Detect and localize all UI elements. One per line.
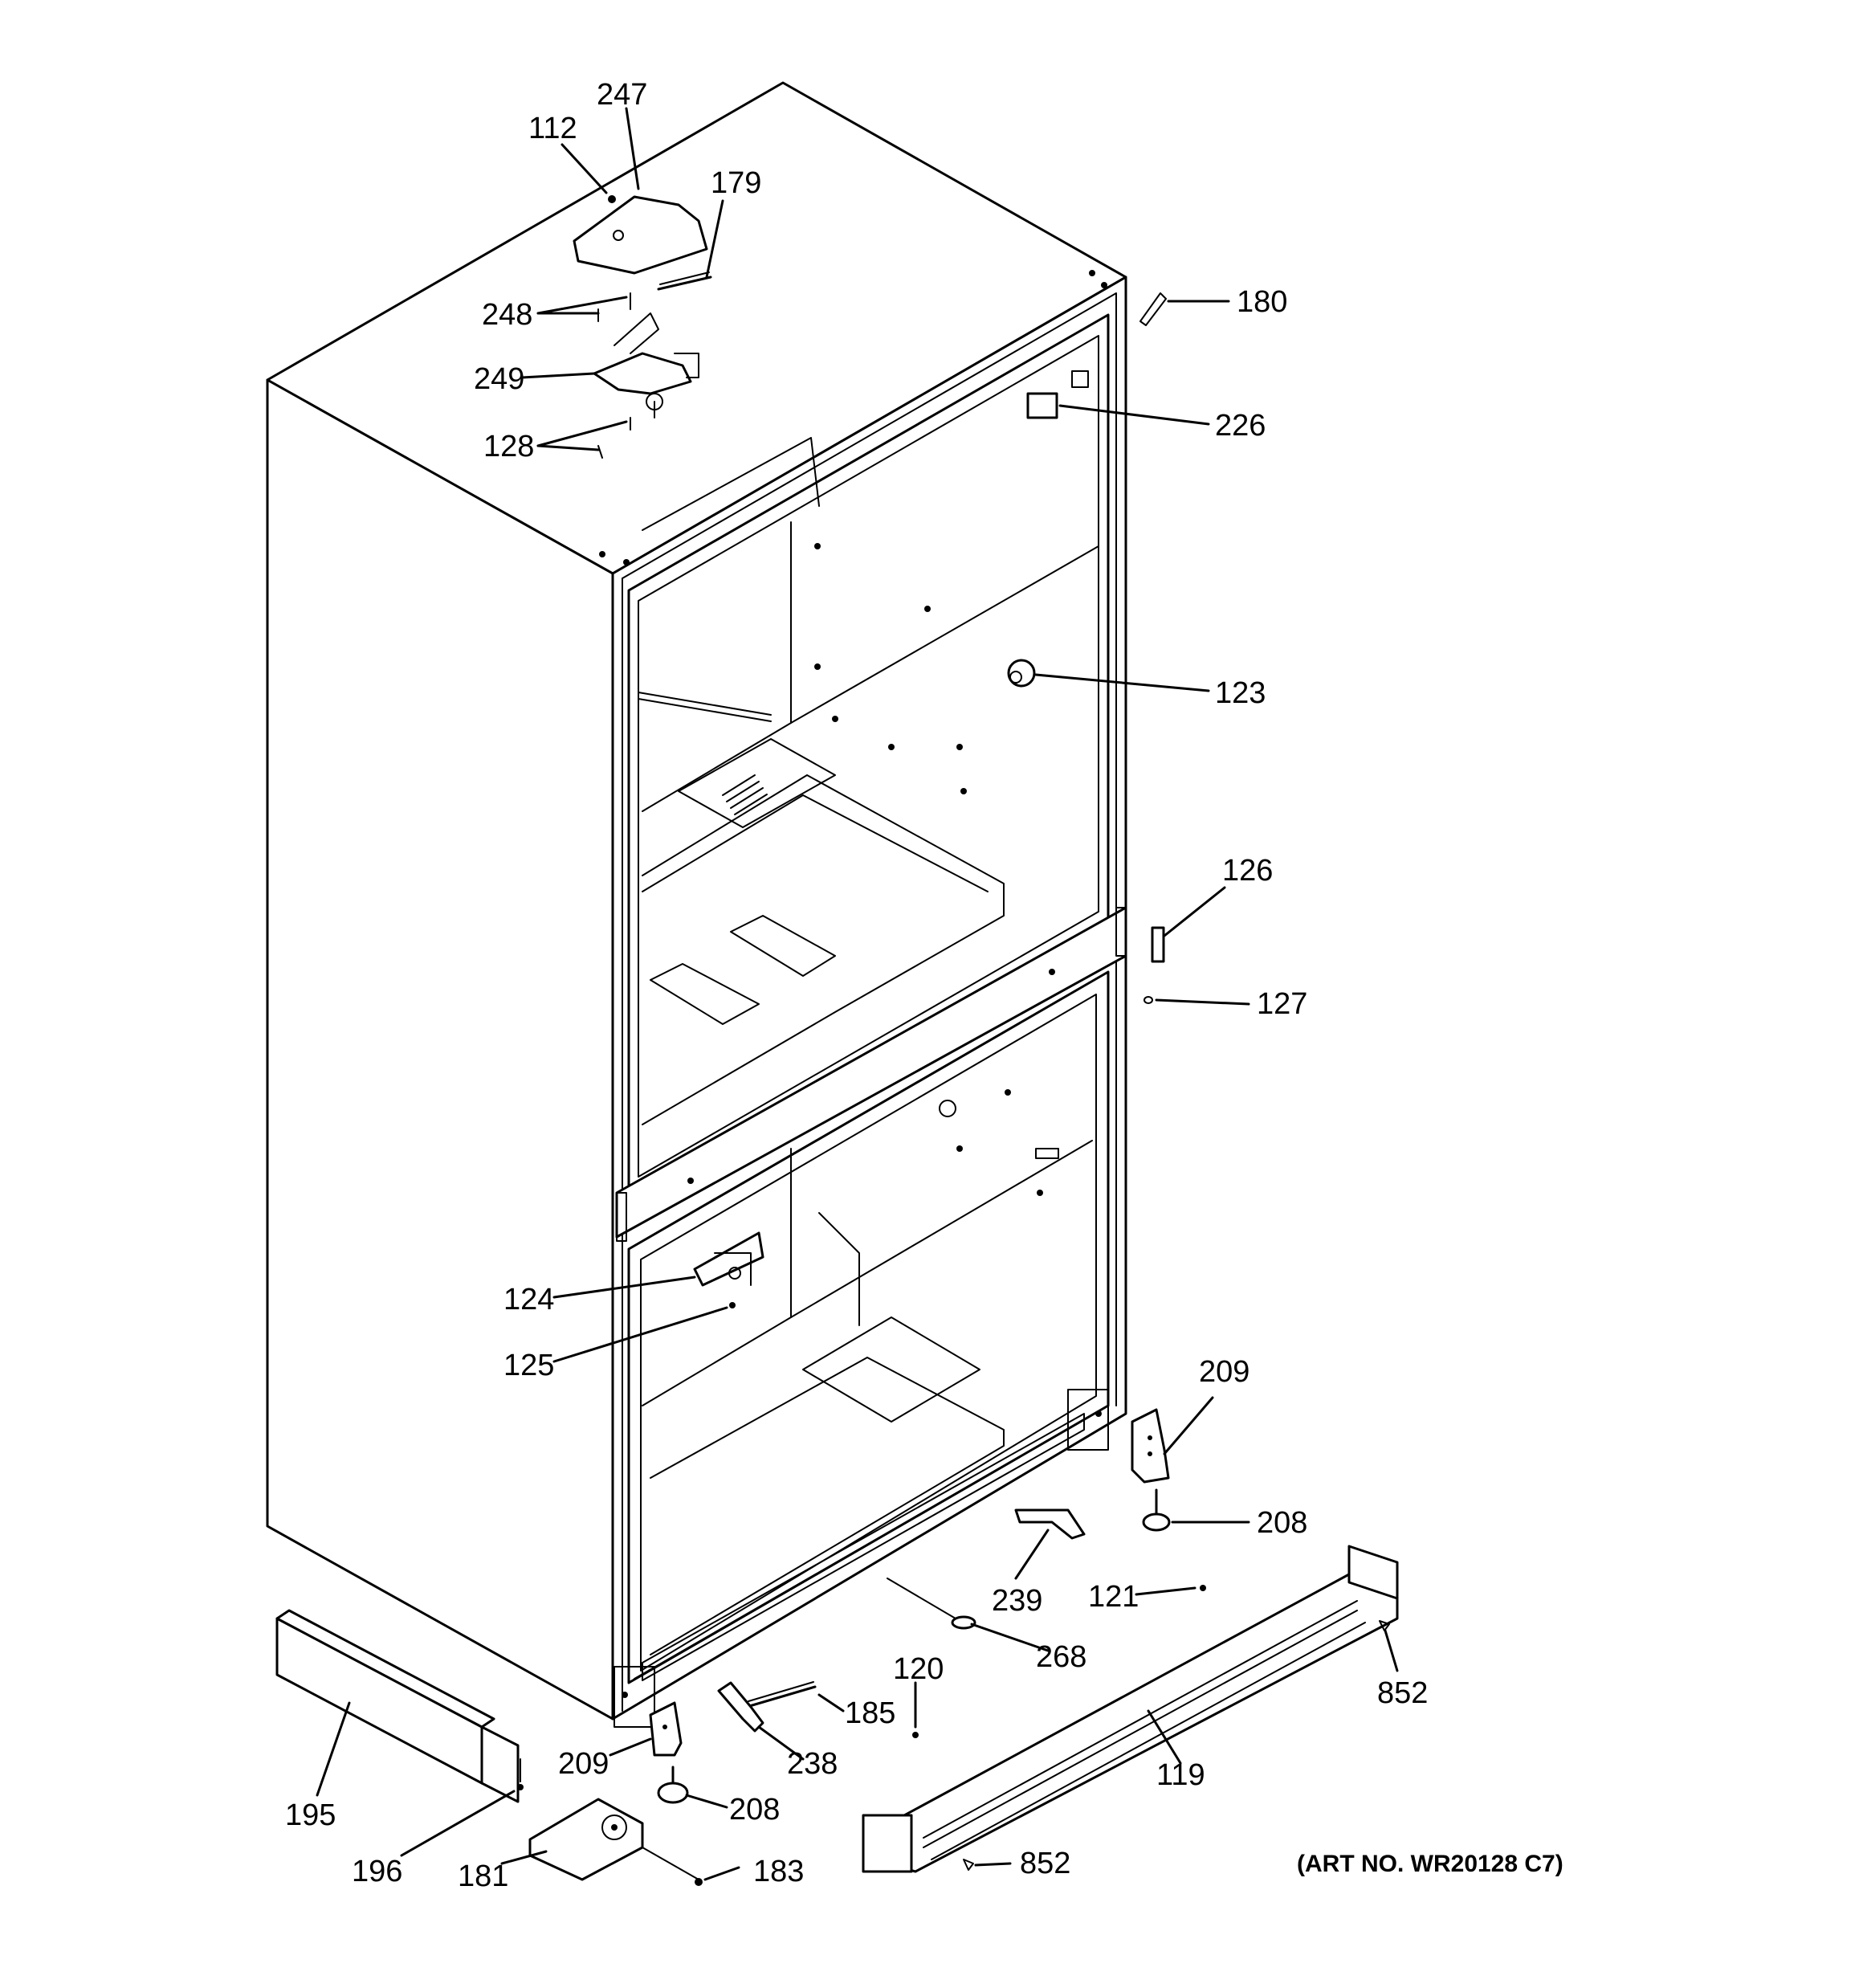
callout-112: 112 [528, 112, 577, 145]
part-181 [528, 1798, 644, 1881]
part-268 [887, 1578, 976, 1630]
callout-195: 195 [285, 1798, 336, 1832]
part-127 [1143, 996, 1153, 1004]
callout-180: 180 [1237, 285, 1287, 319]
callout-208-left: 208 [729, 1793, 780, 1827]
part-126 [1151, 926, 1165, 963]
lower-parts [275, 1408, 1399, 1886]
callout-127: 127 [1257, 987, 1307, 1021]
callout-181: 181 [458, 1859, 508, 1893]
callout-179: 179 [711, 166, 761, 200]
part-123 [1007, 659, 1036, 688]
part-185 [745, 1685, 817, 1708]
callout-209-left: 209 [558, 1747, 609, 1781]
callout-125: 125 [503, 1349, 554, 1382]
callout-123: 123 [1215, 676, 1266, 710]
vent-slots [722, 774, 768, 815]
freezer-compartment [614, 970, 1110, 1728]
part-209-right [1131, 1408, 1170, 1484]
hinge-spring [657, 276, 712, 291]
callout-185: 185 [845, 1696, 895, 1730]
callout-121: 121 [1088, 1580, 1139, 1614]
callout-268: 268 [1036, 1640, 1086, 1674]
art-number: (ART NO. WR20128 C7) [1297, 1851, 1563, 1877]
hinge-cover [573, 195, 708, 275]
callout-120: 120 [893, 1652, 944, 1686]
part-852-left [963, 1859, 974, 1871]
part-119-toe-grille [862, 1545, 1399, 1873]
callout-124: 124 [503, 1283, 554, 1316]
part-238 [717, 1681, 764, 1733]
part-226 [1026, 392, 1058, 419]
freezer-bracket [693, 1231, 764, 1308]
callout-126: 126 [1222, 854, 1273, 888]
hinge-bracket [593, 352, 692, 395]
center-mullion [615, 906, 1127, 1242]
part-196 [517, 1758, 524, 1790]
top-hinge-assembly [573, 195, 712, 459]
callout-128: 128 [483, 430, 534, 463]
callout-239: 239 [992, 1584, 1042, 1618]
cabinet-body [266, 81, 1127, 1721]
callout-247: 247 [597, 78, 647, 112]
part-208-right [1142, 1488, 1171, 1532]
callout-196: 196 [352, 1855, 402, 1888]
callout-226: 226 [1215, 409, 1266, 443]
small-parts-right [1007, 292, 1167, 1004]
callout-248: 248 [482, 298, 532, 332]
callout-208-right: 208 [1257, 1506, 1307, 1540]
part-195-grille [275, 1609, 520, 1803]
part-239 [1014, 1508, 1086, 1540]
part-183 [642, 1847, 703, 1886]
callout-labels: 112 247 179 248 249 128 180 226 123 126 … [285, 78, 1563, 1893]
callout-852-right: 852 [1377, 1676, 1428, 1710]
part-852-right [1379, 1620, 1390, 1631]
leader-lines [316, 107, 1399, 1881]
part-180 [1139, 292, 1167, 326]
callout-852-left: 852 [1020, 1847, 1070, 1880]
callout-238: 238 [787, 1747, 838, 1781]
callout-119: 119 [1156, 1758, 1205, 1792]
callout-249: 249 [474, 362, 524, 396]
callout-209-right: 209 [1199, 1355, 1249, 1389]
part-208-left [657, 1766, 689, 1804]
callout-183: 183 [753, 1855, 804, 1888]
